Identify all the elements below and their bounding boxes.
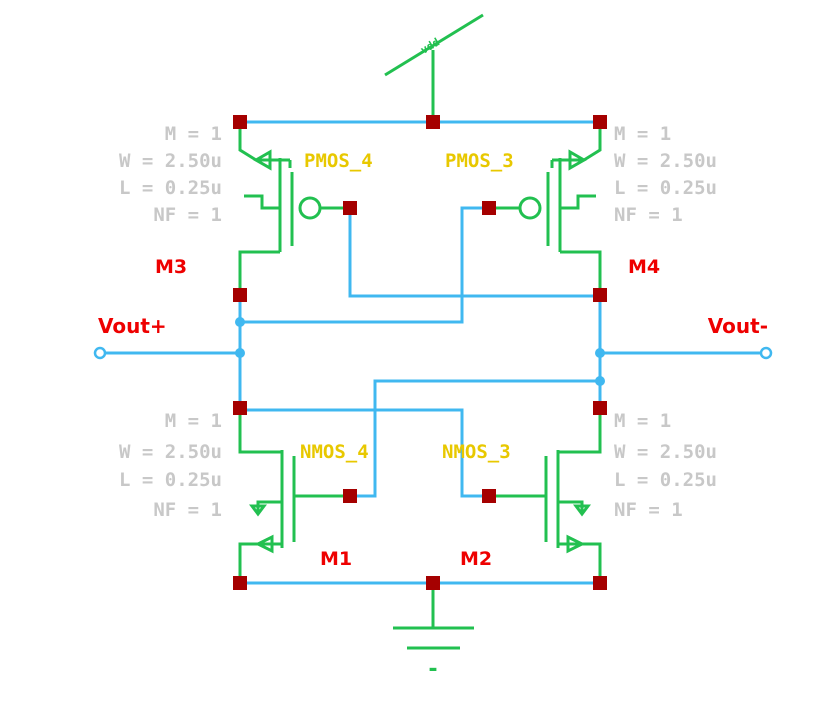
m1-param-m: M = 1: [165, 410, 222, 432]
m4-body: [560, 194, 596, 210]
pin-m1-source: [233, 576, 247, 590]
m1-device-label: M1: [320, 548, 352, 570]
m1-param-l: L = 0.25u: [119, 469, 222, 491]
junction-nodes: [235, 291, 605, 415]
m3-gate-bubble: [298, 196, 322, 220]
m3-device-label: M3: [155, 256, 187, 278]
m2-device-label: M2: [460, 548, 492, 570]
m2-labels: M = 1 W = 2.50u L = 0.25u NF = 1 NMOS_3 …: [442, 410, 717, 570]
pin-markers: [233, 115, 607, 590]
m3-param-m: M = 1: [165, 123, 222, 145]
junction-left-322: [235, 317, 245, 327]
pin-m2-gate: [482, 489, 496, 503]
m4-param-l: L = 0.25u: [614, 177, 717, 199]
m2-param-m: M = 1: [614, 410, 671, 432]
ground-symbol: -: [393, 583, 474, 682]
m4-param-w: W = 2.50u: [614, 150, 717, 172]
m2-param-l: L = 0.25u: [614, 469, 717, 491]
transistor-m3: [238, 122, 350, 295]
vout-plus-label: Vout+: [98, 314, 167, 338]
m1-instance-label: NMOS_4: [300, 441, 369, 463]
junction-right-353: [595, 348, 605, 358]
m2-arrow: [566, 534, 586, 554]
m2-source: [558, 542, 602, 583]
wire-m2-gate-to-left: [240, 408, 489, 498]
wire-m1-gate-to-right: [350, 379, 600, 498]
m4-arrow: [568, 149, 588, 171]
pin-m1-drain: [233, 401, 247, 415]
pin-m3-drain: [233, 288, 247, 302]
transistor-m1: [238, 408, 350, 583]
pin-m2-source: [593, 576, 607, 590]
m1-param-w: W = 2.50u: [119, 441, 222, 463]
m2-param-w: W = 2.50u: [614, 441, 717, 463]
pin-vdd: [426, 115, 440, 129]
m3-param-l: L = 0.25u: [119, 177, 222, 199]
junction-left-353: [235, 348, 245, 358]
m3-instance-label: PMOS_4: [304, 150, 373, 172]
m3-body: [244, 194, 280, 210]
port-terminals: Vout+ Vout-: [93, 314, 773, 360]
m4-drain: [560, 250, 602, 295]
m1-source: [238, 542, 282, 583]
m1-labels: M = 1 W = 2.50u L = 0.25u NF = 1 NMOS_4 …: [119, 410, 369, 570]
m4-param-m: M = 1: [614, 123, 671, 145]
m4-source-lead: [583, 122, 602, 162]
pin-m3-source: [233, 115, 247, 129]
wire-m3-gate-to-right: [348, 208, 600, 298]
supply-bar: [384, 13, 484, 77]
m1-drain: [238, 408, 282, 454]
m3-drain: [238, 250, 280, 295]
pin-m4-drain: [593, 288, 607, 302]
m3-source-lead: [238, 122, 257, 162]
m1-body: [256, 500, 282, 512]
m4-param-nf: NF = 1: [614, 204, 683, 226]
m3-labels: M = 1 W = 2.50u L = 0.25u NF = 1 PMOS_4 …: [119, 123, 373, 278]
m4-gate-bubble: [518, 196, 542, 220]
vout-minus-label: Vout-: [708, 314, 768, 338]
pin-m4-source: [593, 115, 607, 129]
vout-minus-terminal[interactable]: [759, 346, 773, 360]
m2-body: [558, 500, 584, 512]
m4-device-label: M4: [628, 256, 660, 278]
m2-instance-label: NMOS_3: [442, 441, 511, 463]
m2-drain: [558, 408, 602, 454]
m3-param-nf: NF = 1: [153, 204, 222, 226]
wire-m4-gate-to-left: [240, 206, 489, 324]
pin-m1-gate: [343, 489, 357, 503]
m1-arrow: [254, 534, 274, 554]
vout-plus-terminal[interactable]: [93, 346, 107, 360]
m4-labels: M = 1 W = 2.50u L = 0.25u NF = 1 PMOS_3 …: [445, 123, 717, 278]
transistor-m2: [489, 408, 602, 583]
m4-instance-label: PMOS_3: [445, 150, 514, 172]
junction-right-381: [595, 376, 605, 386]
ground-label: -: [426, 657, 439, 682]
pin-m4-gate: [482, 201, 496, 215]
pin-gnd: [426, 576, 440, 590]
wires: [100, 120, 766, 585]
m3-param-w: W = 2.50u: [119, 150, 222, 172]
transistor-m4: [489, 122, 602, 295]
m1-param-nf: NF = 1: [153, 499, 222, 521]
pin-m3-gate: [343, 201, 357, 215]
m2-body-arrow: [573, 504, 591, 517]
supply-symbol: vdd: [384, 13, 484, 122]
m3-arrow: [252, 149, 272, 171]
m2-param-nf: NF = 1: [614, 499, 683, 521]
m1-body-arrow: [249, 504, 267, 517]
pin-m2-drain: [593, 401, 607, 415]
